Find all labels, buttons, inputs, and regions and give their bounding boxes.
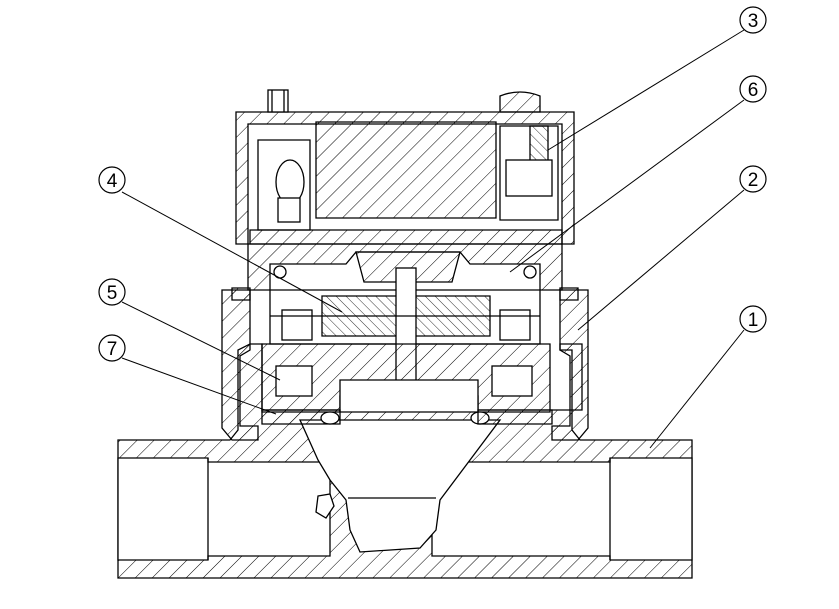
callout-4-circle <box>98 166 126 194</box>
register-base <box>249 229 563 245</box>
inlet-lug <box>315 493 335 519</box>
clamping-ring <box>221 287 589 441</box>
central-cavity <box>298 419 502 553</box>
leader-2 <box>577 189 745 331</box>
callout-6: 6 <box>739 75 767 103</box>
ring-left-section <box>221 289 259 441</box>
outlet-bore <box>431 457 693 561</box>
callout-2-label: 2 <box>748 170 759 191</box>
callout-1: 1 <box>739 305 767 333</box>
callout-7-circle <box>98 334 126 362</box>
seal-ring <box>261 409 341 425</box>
callout-2: 2 <box>739 165 767 193</box>
callout-6-label: 6 <box>748 80 759 101</box>
inlet-bore <box>117 457 331 561</box>
callout-1-label: 1 <box>748 310 759 331</box>
leader-5 <box>121 301 281 381</box>
callout-7-label: 7 <box>107 339 118 360</box>
chamber-seal <box>261 409 553 425</box>
lower-right-insert <box>491 365 533 397</box>
lower-housing-cup <box>339 379 479 413</box>
measuring-chamber <box>269 267 541 389</box>
leader-4 <box>121 191 343 313</box>
callout-5-circle <box>98 278 126 306</box>
ring-right-flange <box>559 287 579 301</box>
register-display <box>315 121 497 219</box>
leader-1 <box>649 329 745 449</box>
callout-3: 3 <box>739 6 767 34</box>
callout-2-circle <box>739 165 767 193</box>
lower-left-insert <box>275 365 313 397</box>
seal-right-ring <box>477 409 553 425</box>
chamber-right-vane <box>499 309 531 341</box>
cover-knob-left <box>267 89 289 113</box>
cover-bump-right <box>499 91 541 113</box>
register-left-spindle <box>277 197 301 223</box>
ring-right-section <box>551 289 589 441</box>
callout-5-label: 5 <box>107 283 118 304</box>
callout-3-label: 3 <box>748 11 759 32</box>
register-right-block <box>505 159 553 197</box>
base-plate-center-boss <box>355 251 461 283</box>
callout-4: 4 <box>98 166 126 194</box>
chamber-lower-housing <box>261 343 551 413</box>
register-base-plate <box>247 243 563 291</box>
ring-left-flange <box>231 287 251 301</box>
leader-6 <box>509 99 745 273</box>
callout-4-label: 4 <box>107 171 118 192</box>
cover-shell <box>235 111 575 245</box>
seal-right <box>523 265 537 279</box>
leader-lines <box>121 29 745 449</box>
chamber-left-vane <box>281 309 313 341</box>
callout-6-circle <box>739 75 767 103</box>
callout-7: 7 <box>98 334 126 362</box>
callout-1-circle <box>739 305 767 333</box>
seal-oring-left <box>320 411 340 425</box>
callout-3-circle <box>739 6 767 34</box>
leader-7 <box>121 357 277 415</box>
register-cover <box>235 89 575 245</box>
leader-3 <box>547 29 745 151</box>
callout-5: 5 <box>98 278 126 306</box>
